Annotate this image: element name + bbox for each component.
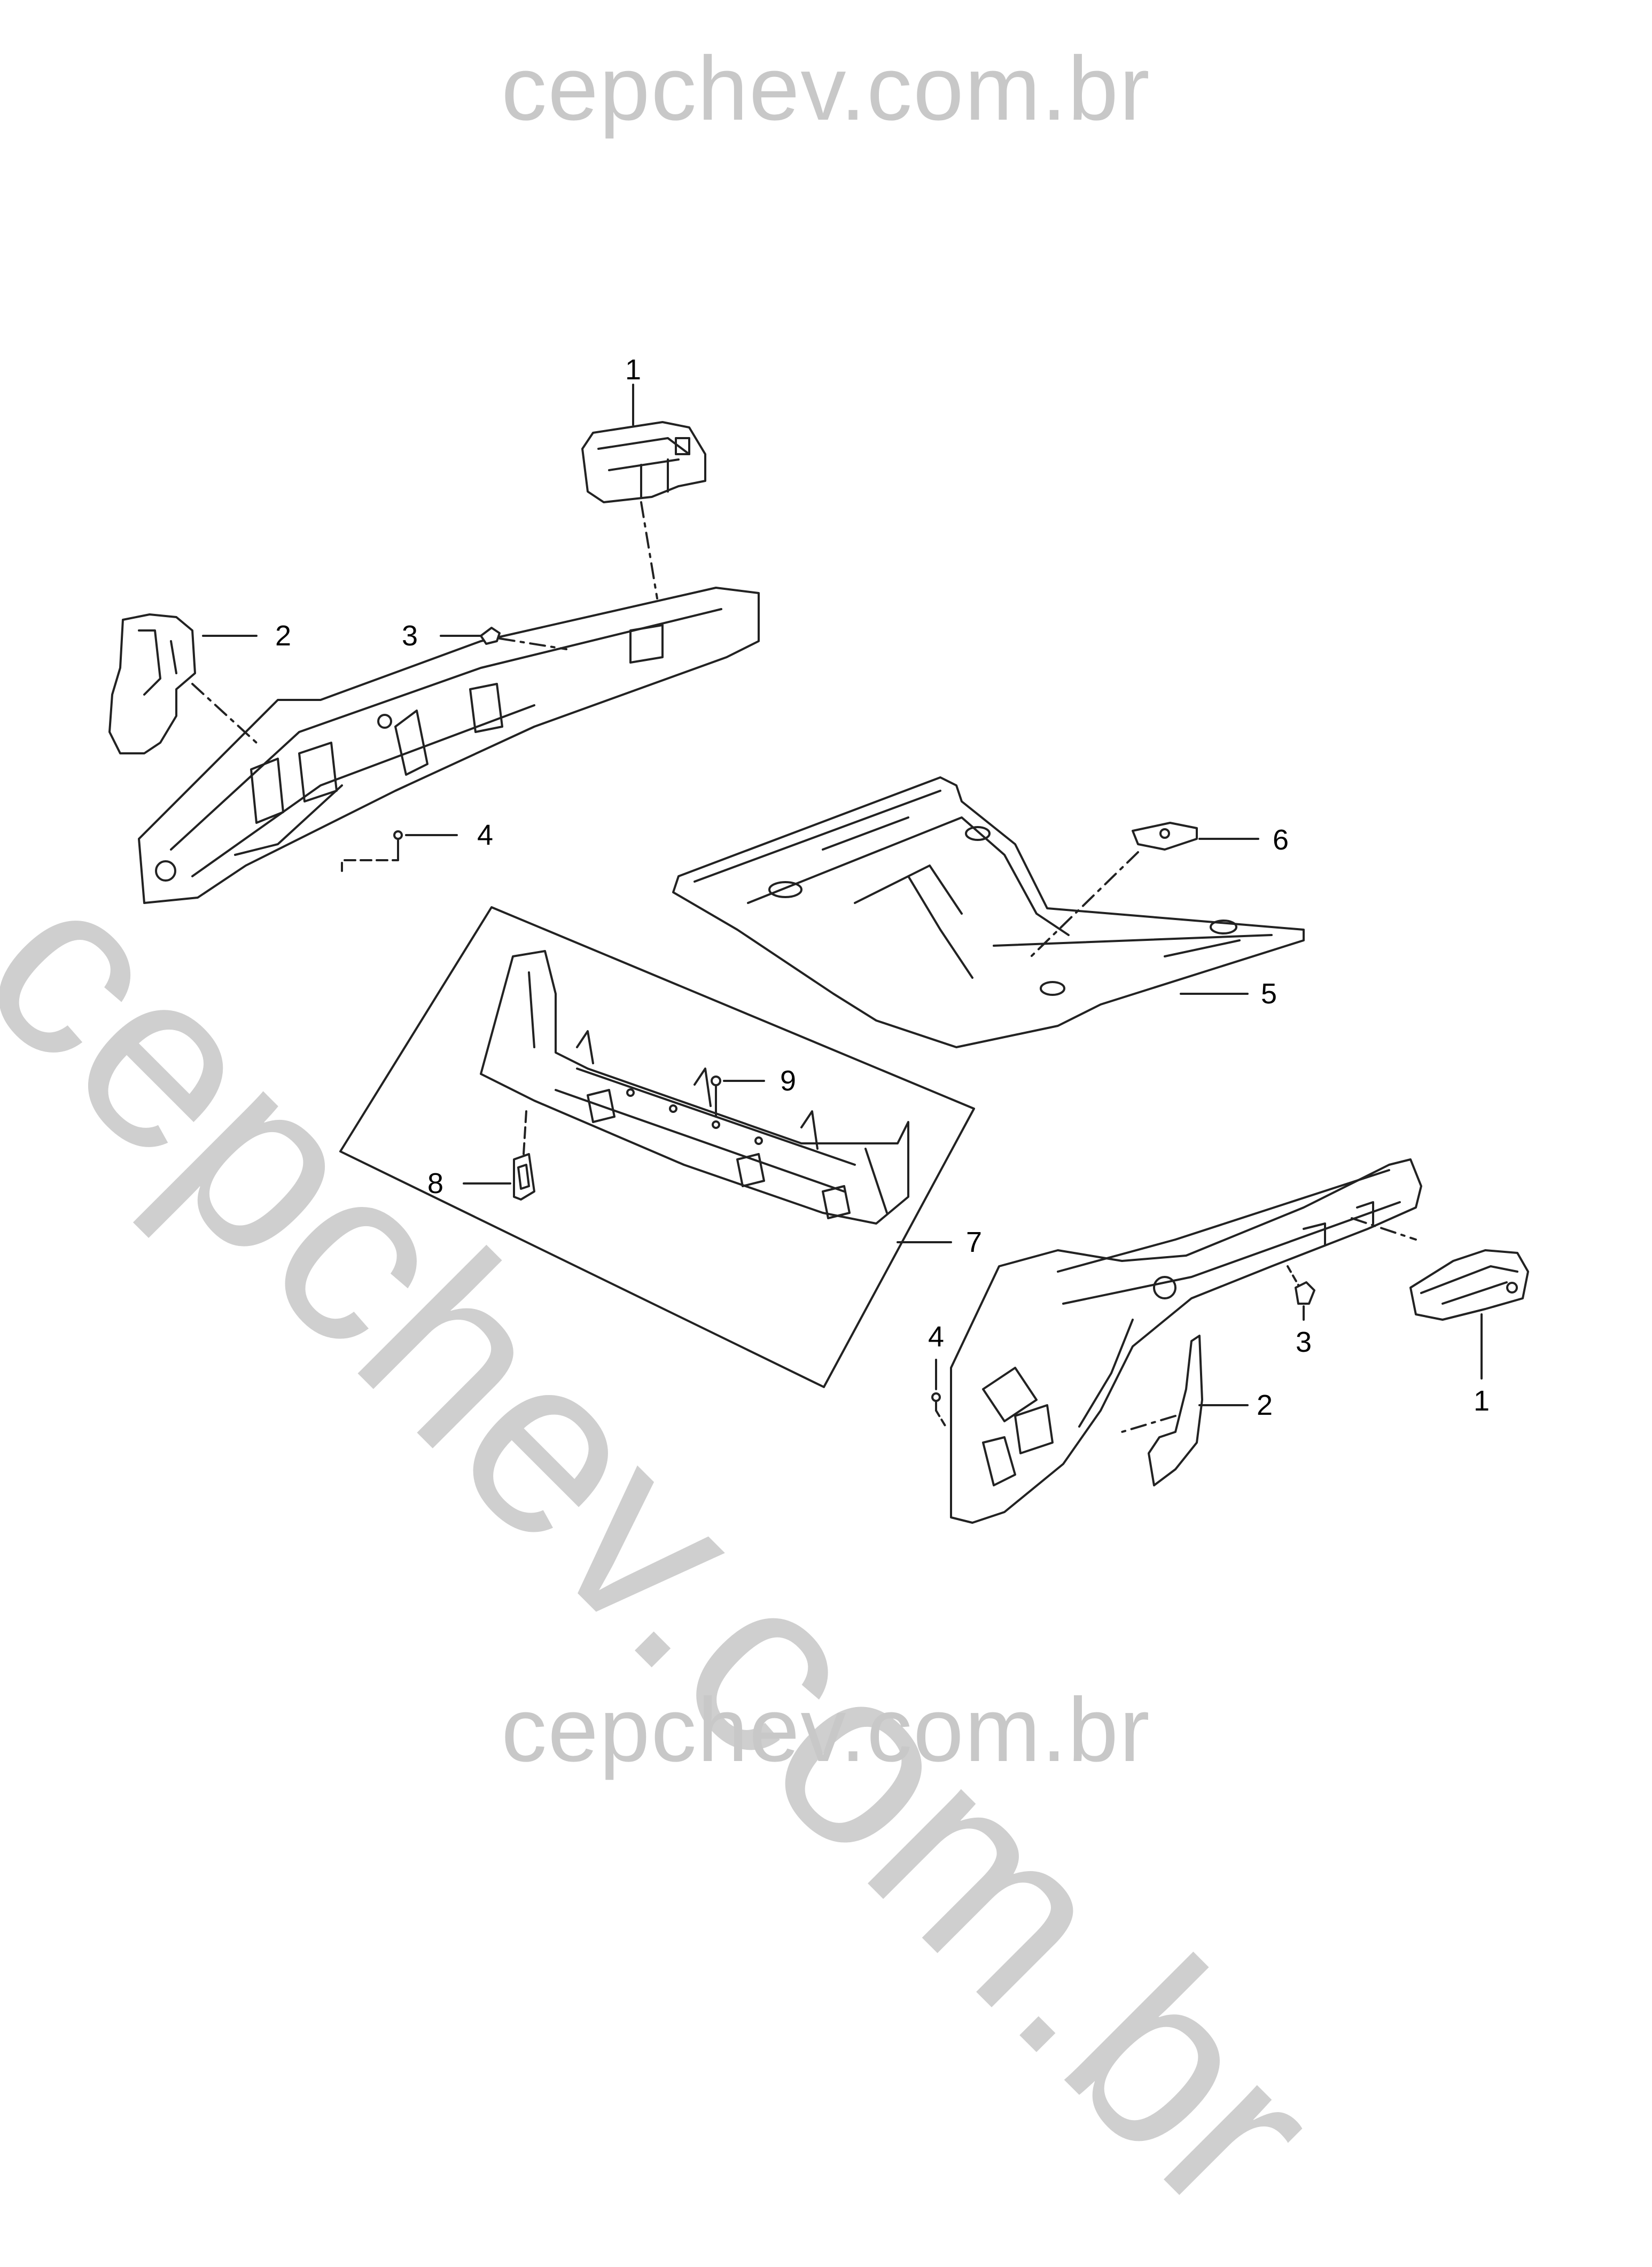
callout-1-right: 1 xyxy=(1474,1385,1490,1417)
part-5-rear-floor-panel xyxy=(672,776,1305,1048)
part-3-right-clip xyxy=(1295,1281,1315,1305)
watermark-top: cepchev.com.br xyxy=(501,38,1151,139)
callout-7: 7 xyxy=(966,1226,983,1258)
exploded-view-drawing xyxy=(108,384,1529,1524)
watermark-bottom: cepchev.com.br xyxy=(501,1679,1151,1781)
dash-4-right xyxy=(935,1409,947,1428)
part-1-right-bracket xyxy=(1409,1249,1529,1321)
part-7-assembly-frame xyxy=(339,906,975,1388)
callout-6: 6 xyxy=(1273,824,1289,856)
dash-1-top xyxy=(640,501,658,599)
callout-3-right: 3 xyxy=(1296,1326,1312,1358)
left-rear-rail xyxy=(138,587,760,904)
part-4-right-stud xyxy=(931,1392,941,1412)
callout-2-left: 2 xyxy=(275,620,292,652)
callout-4-right: 4 xyxy=(928,1321,945,1353)
callout-3-left: 3 xyxy=(402,620,418,652)
callout-4-left: 4 xyxy=(477,819,494,851)
dash-8 xyxy=(523,1110,527,1155)
part-2-left-reinforcement xyxy=(108,613,196,754)
callout-5: 5 xyxy=(1261,978,1277,1010)
callout-9: 9 xyxy=(780,1065,797,1097)
dash-3-left xyxy=(498,637,567,650)
callout-8: 8 xyxy=(427,1167,444,1199)
part-4-left-stud xyxy=(393,830,403,856)
dash-1-right xyxy=(1351,1217,1417,1241)
right-rear-rail xyxy=(950,1158,1422,1524)
part-1-top-bracket xyxy=(581,421,706,503)
part-2-right-reinforcement xyxy=(1148,1335,1203,1486)
dash-2-right xyxy=(1121,1415,1176,1433)
dash-4-left xyxy=(341,854,399,872)
part-8-bracket xyxy=(513,1153,535,1201)
rear-crossmember xyxy=(480,950,909,1225)
dash-3-right xyxy=(1287,1265,1299,1286)
part-9-stud xyxy=(711,1076,721,1118)
part-6-bracket xyxy=(1132,822,1198,851)
dash-2-left xyxy=(191,683,258,744)
dash-6 xyxy=(1030,851,1139,957)
callout-2-right: 2 xyxy=(1257,1389,1273,1421)
callout-1-top: 1 xyxy=(625,354,642,386)
part-3-left-clip xyxy=(480,627,501,645)
parts-diagram: cepchev.com.br cepchev.com.br cepchev.co… xyxy=(0,38,1529,2264)
